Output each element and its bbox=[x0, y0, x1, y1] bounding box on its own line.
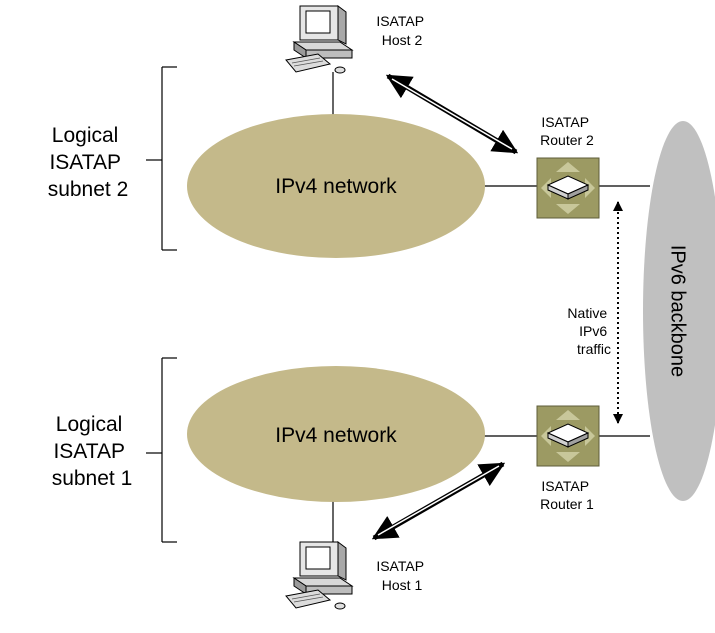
router2-label: ISATAP Router 2 bbox=[540, 114, 594, 148]
ipv6-backbone-label: IPv6 backbone bbox=[667, 245, 689, 377]
subnet2-bracket bbox=[146, 66, 177, 251]
tunnel-arrow-host1-router1 bbox=[371, 461, 506, 541]
ipv4-network-top-label: IPv4 network bbox=[275, 175, 397, 198]
native-ipv6-label: Native IPv6 traffic bbox=[567, 305, 611, 357]
router1-icon bbox=[536, 405, 600, 467]
ipv4-network-bottom-label: IPv4 network bbox=[275, 424, 397, 447]
router1-label: ISATAP Router 1 bbox=[540, 478, 594, 512]
host2-computer-icon bbox=[285, 5, 353, 74]
subnet1-bracket bbox=[146, 357, 177, 543]
subnet2-label: Logical ISATAP subnet 2 bbox=[48, 124, 129, 201]
router2-icon bbox=[536, 157, 600, 219]
tunnel-arrow-host2-router2 bbox=[385, 73, 519, 155]
host1-label: ISATAP Host 1 bbox=[376, 558, 427, 593]
host1-computer-icon bbox=[285, 541, 353, 610]
host2-label: ISATAP Host 2 bbox=[376, 13, 427, 48]
subnet1-label: Logical ISATAP subnet 1 bbox=[52, 413, 133, 490]
ipv6-backbone-shape bbox=[643, 121, 715, 501]
